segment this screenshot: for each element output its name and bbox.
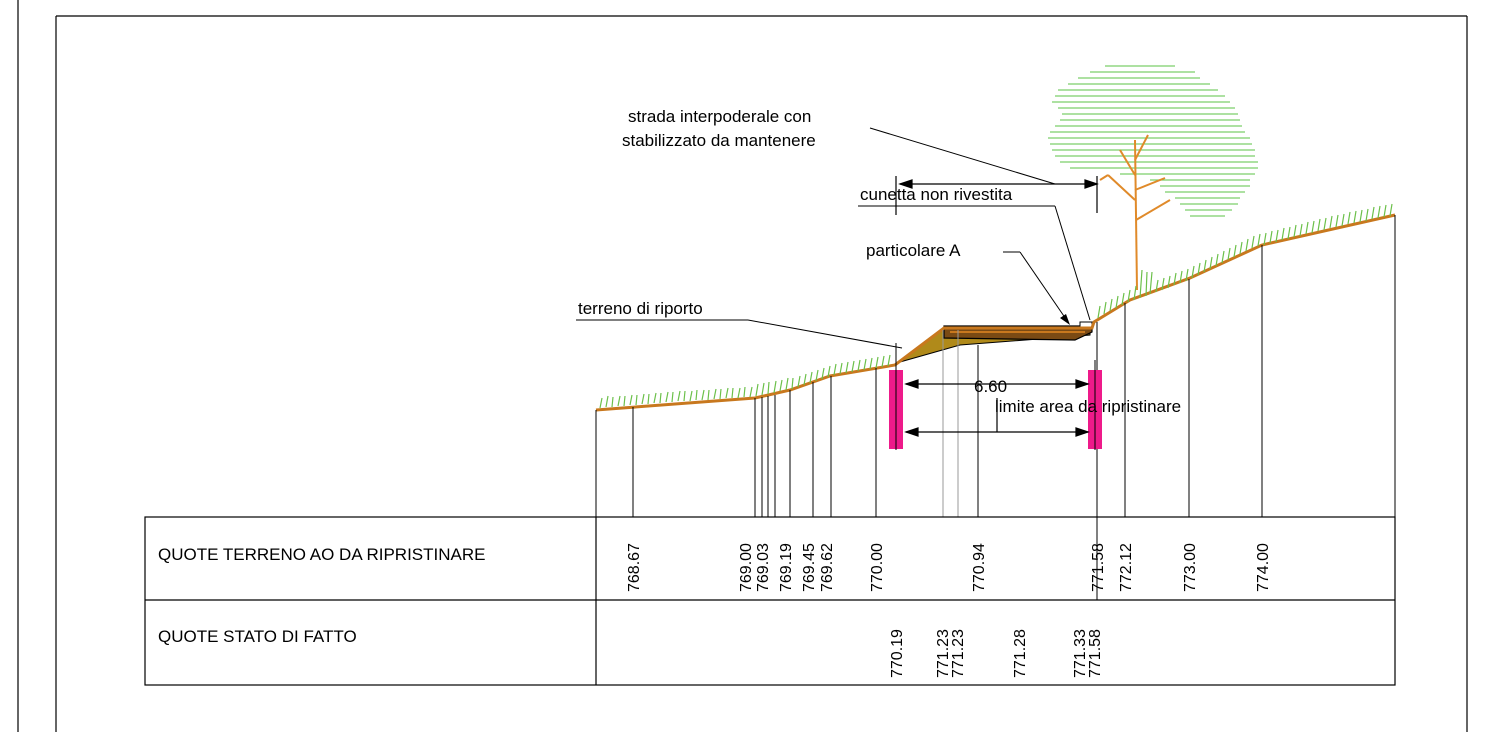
dimension-lines (904, 379, 1090, 437)
station-lines (595, 215, 1396, 685)
row1-value-10: 773.00 (1182, 543, 1199, 592)
row1-value-9: 772.12 (1118, 543, 1135, 592)
row1-value-1: 769.00 (738, 543, 755, 592)
row1-value-7: 770.94 (971, 543, 988, 592)
row1-values: 768.67 769.00 769.03 769.19 769.45 769.6… (626, 543, 1272, 592)
elevation-table (144, 516, 1396, 686)
row1-value-4: 769.45 (801, 543, 818, 592)
row1-label: QUOTE TERRENO AO DA RIPRISTINARE (158, 545, 485, 564)
tree-trunk (1099, 134, 1171, 291)
strada-label-line2: stabilizzato da mantenere (622, 131, 816, 150)
grass (599, 203, 1393, 409)
row2-value-2: 771.23 (950, 629, 967, 678)
particolare-label: particolare A (866, 241, 961, 260)
row2-value-3: 771.28 (1012, 629, 1029, 678)
terreno-label: terreno di riporto (578, 299, 703, 318)
row1-value-3: 769.19 (778, 543, 795, 592)
row1-value-0: 768.67 (626, 543, 643, 592)
stato-lines (942, 330, 959, 517)
tree (1048, 65, 1258, 291)
row2-value-4: 771.33 (1072, 629, 1089, 678)
particolare-arrow (1060, 314, 1070, 325)
terreno-leader (747, 319, 903, 349)
row2-value-5: 771.58 (1087, 629, 1104, 678)
strada-width-line (895, 176, 1099, 215)
row1-value-11: 774.00 (1255, 543, 1272, 592)
row2-label: QUOTE STATO DI FATTO (158, 627, 357, 646)
dimension-label: 6.60 (974, 377, 1007, 396)
tree-foliage (1048, 65, 1258, 217)
limite-label: limite area da ripristinare (995, 397, 1181, 416)
strada-label-line1: strada interpoderale con (628, 107, 811, 126)
terrain-profile (595, 213, 1396, 412)
cunetta-leader (1054, 205, 1091, 321)
row2-value-0: 770.19 (889, 629, 906, 678)
strada-leader (869, 127, 1056, 185)
row2-values: 770.19 771.23 771.23 771.28 771.33 771.5… (889, 629, 1104, 678)
row1-value-5: 769.62 (819, 543, 836, 592)
row1-value-6: 770.00 (869, 543, 886, 592)
row1-value-2: 769.03 (755, 543, 772, 592)
row2-value-1: 771.23 (935, 629, 952, 678)
cunetta-label: cunetta non rivestita (860, 185, 1013, 204)
particolare-leader (1019, 251, 1069, 323)
row1-value-8: 771.58 (1090, 543, 1107, 592)
